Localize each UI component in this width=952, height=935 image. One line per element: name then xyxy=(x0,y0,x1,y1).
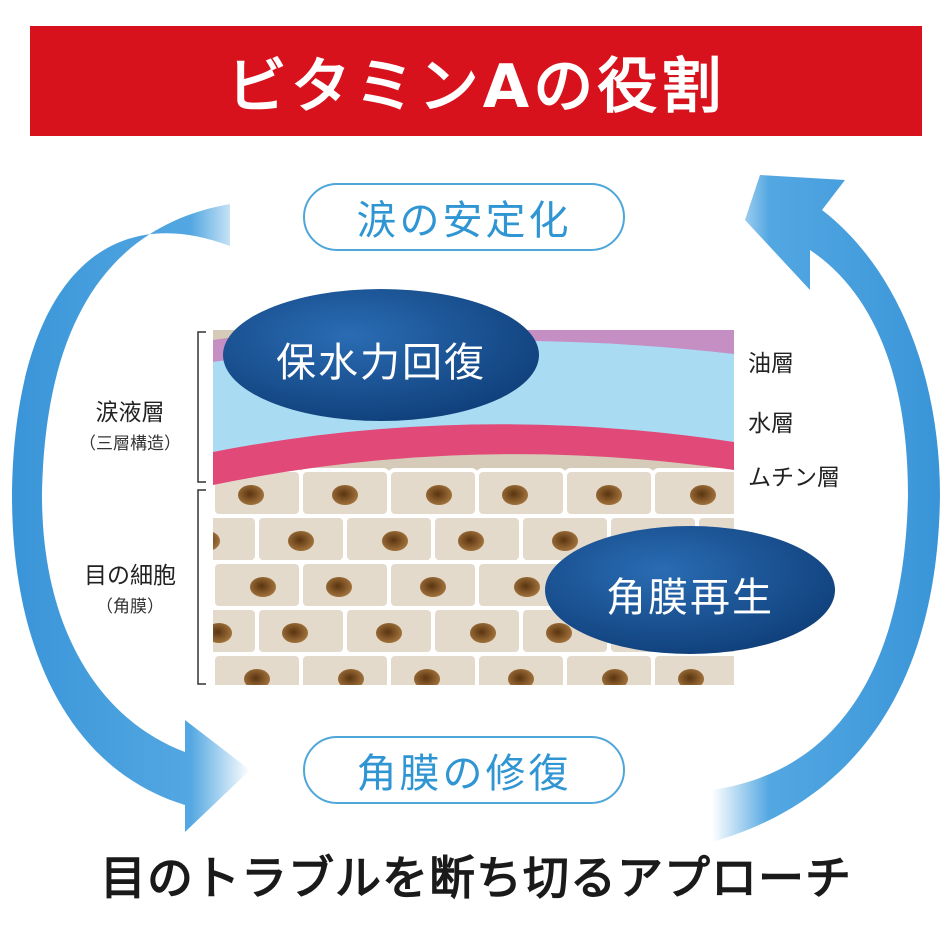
cell-nucleus xyxy=(338,669,364,685)
cell-nucleus xyxy=(514,577,540,597)
cell xyxy=(213,654,215,685)
moisture-ellipse xyxy=(223,289,539,421)
cell-nucleus xyxy=(326,577,352,597)
tear-layer-label: 涙液層 （三層構造） xyxy=(79,400,181,454)
cell-nucleus xyxy=(426,485,452,505)
cell-nucleus xyxy=(772,669,798,689)
cell-nucleus xyxy=(458,531,484,551)
cell-nucleus xyxy=(238,485,264,505)
eye-cells-label: 目の細胞 （角膜） xyxy=(84,563,176,617)
cell-nucleus xyxy=(250,577,276,597)
right-cycle-arrow xyxy=(712,175,940,842)
cell-nucleus xyxy=(376,623,402,643)
mucin-layer-label: ムチン層 xyxy=(748,465,840,491)
cell-nucleus xyxy=(810,623,836,643)
cell-nucleus xyxy=(200,715,226,735)
cell-nucleus xyxy=(282,623,308,643)
cell-nucleus xyxy=(288,531,314,551)
cell-nucleus xyxy=(634,715,660,735)
cell-nucleus xyxy=(546,623,572,643)
cell-nucleus xyxy=(213,532,220,550)
cell xyxy=(697,700,785,746)
moisture-recovery-text: 保水力回復 xyxy=(276,340,486,386)
cell xyxy=(741,654,829,700)
cornea-repair-pill: 角膜の修復 xyxy=(303,736,625,804)
cell-nucleus xyxy=(502,485,528,505)
cell-nucleus xyxy=(244,669,270,685)
cell-nucleus xyxy=(213,623,232,643)
cell-nucleus xyxy=(150,669,176,689)
left-cycle-arrow xyxy=(12,204,250,832)
cell-nucleus xyxy=(382,531,408,551)
cell-nucleus xyxy=(508,669,534,685)
cell xyxy=(609,700,697,746)
footer-tagline: 目のトラブルを断ち切るアプローチ xyxy=(100,851,852,905)
title-banner: ビタミンAの役割 xyxy=(30,26,922,136)
cell-nucleus xyxy=(558,715,584,735)
cell-nucleus xyxy=(420,577,446,597)
water-layer-label: 水層 xyxy=(748,411,794,437)
cell-nucleus xyxy=(690,485,716,505)
cell-nucleus xyxy=(332,485,358,505)
cell-nucleus xyxy=(552,531,578,551)
cell-nucleus xyxy=(470,623,496,643)
cornea-regeneration-text: 角膜再生 xyxy=(606,575,774,621)
tear-stabilization-pill: 涙の安定化 xyxy=(303,183,625,251)
cell-nucleus xyxy=(816,531,842,551)
cell-nucleus xyxy=(596,485,622,505)
cornea-repair-label: 角膜の修復 xyxy=(356,751,572,797)
cell-nucleus xyxy=(370,715,396,735)
cell-nucleus xyxy=(678,669,704,685)
tear-stabilization-label: 涙の安定化 xyxy=(356,198,572,244)
page-title: ビタミンAの役割 xyxy=(226,51,726,122)
cell xyxy=(169,700,257,746)
cell-nucleus xyxy=(728,715,754,735)
cell-nucleus xyxy=(602,669,628,685)
cell-nucleus xyxy=(144,485,170,505)
cornea-ellipse xyxy=(545,526,835,654)
cell-nucleus xyxy=(464,715,490,735)
cell-nucleus xyxy=(294,715,320,735)
cell-nucleus xyxy=(414,669,440,685)
oil-layer-label: 油層 xyxy=(748,351,794,377)
cell xyxy=(213,470,215,516)
